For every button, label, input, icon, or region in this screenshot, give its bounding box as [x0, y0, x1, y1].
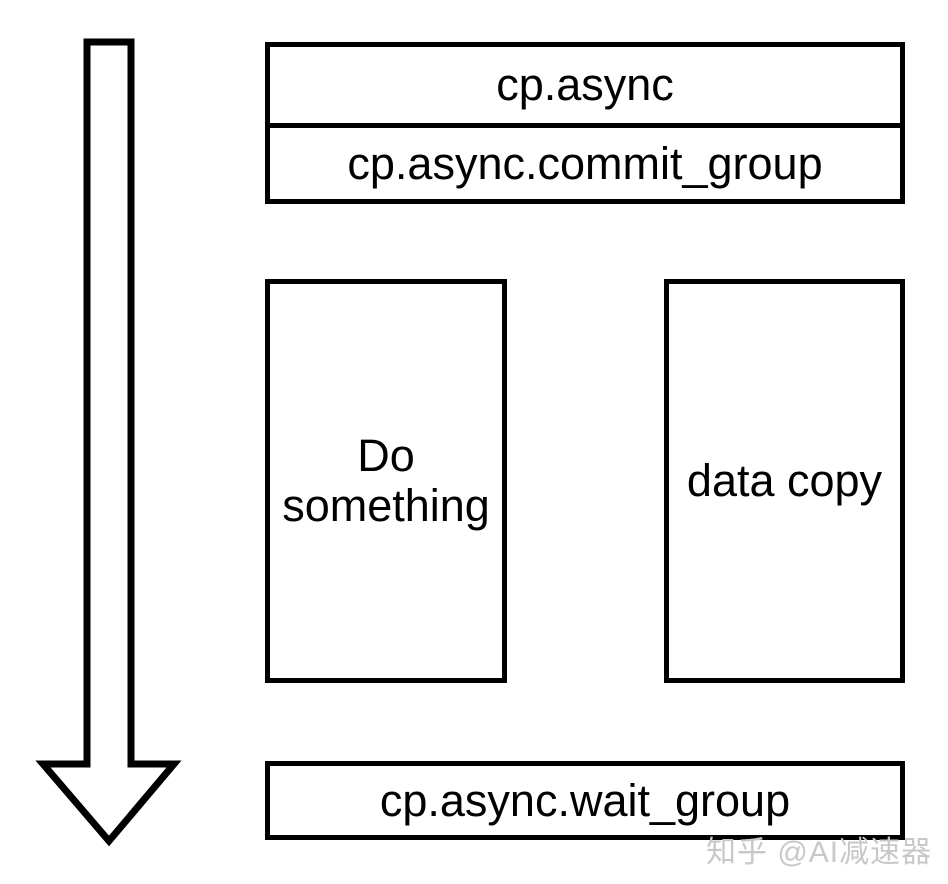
time-flow-arrow-svg [35, 38, 182, 847]
data-copy-box: data copy [664, 279, 905, 683]
cp-async-wait-group-box: cp.async.wait_group [265, 761, 905, 840]
cp-async-commit-group-cell: cp.async.commit_group [270, 123, 900, 199]
arrow-outline-shape [35, 38, 182, 847]
data-copy-label: data copy [686, 455, 883, 507]
cp-async-stack-box: cp.async cp.async.commit_group [265, 42, 905, 204]
time-flow-arrow [35, 38, 182, 847]
cp-async-wait-group-label: cp.async.wait_group [379, 774, 791, 826]
do-something-box: Do something [265, 279, 507, 683]
watermark-text: 知乎 @AI减速器 [706, 836, 933, 869]
cp-async-cell: cp.async [496, 59, 674, 111]
do-something-label: Do something [282, 429, 490, 531]
